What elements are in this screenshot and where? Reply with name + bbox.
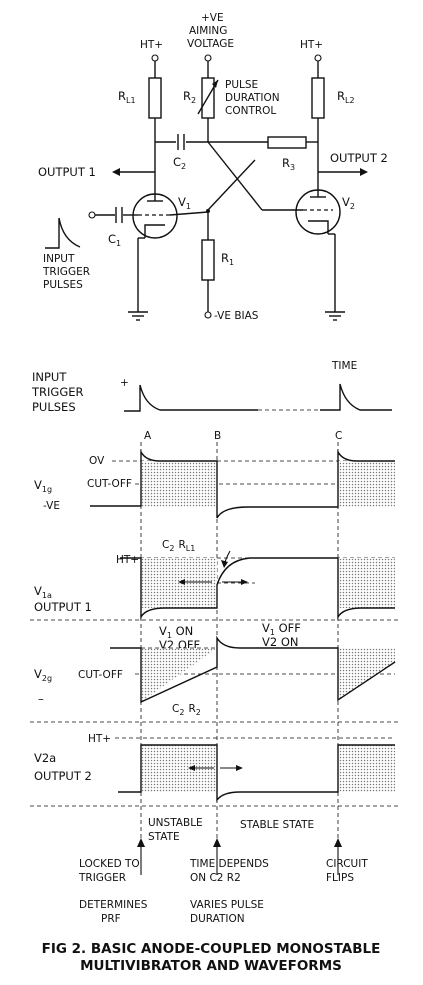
input-line2: TRIGGER bbox=[42, 266, 90, 278]
c1-label: C1 bbox=[108, 232, 121, 248]
point-c: C bbox=[335, 430, 342, 442]
v1a-output-label: OUTPUT 1 bbox=[34, 600, 92, 614]
locked-line2: TRIGGER bbox=[78, 872, 126, 884]
flips-line1: CIRCUIT bbox=[326, 858, 368, 870]
pulse-line3: CONTROL bbox=[225, 105, 276, 117]
aiming-line2: AIMING bbox=[189, 25, 227, 37]
wave-input-line3: PULSES bbox=[32, 400, 76, 414]
input-line1: INPUT bbox=[43, 253, 75, 265]
plus-sign: + bbox=[120, 377, 129, 389]
cutoff2-label: CUT-OFF bbox=[78, 669, 123, 681]
output1-label: OUTPUT 1 bbox=[38, 165, 96, 179]
locked-line1: LOCKED TO bbox=[79, 858, 140, 870]
v1a-waveform bbox=[120, 557, 395, 620]
v1g-label: V1g bbox=[34, 478, 52, 494]
wave-input-line2: TRIGGER bbox=[31, 385, 84, 399]
time-label: TIME bbox=[331, 360, 357, 372]
input-terminal bbox=[88, 211, 96, 219]
ve-bias-terminal bbox=[204, 311, 212, 319]
determines-line1: DETERMINES bbox=[79, 899, 148, 911]
minus-label: – bbox=[38, 692, 44, 706]
flips-line2: FLIPS bbox=[326, 872, 354, 884]
v2a-shade-c bbox=[338, 745, 395, 792]
stable-state-label: STABLE STATE bbox=[240, 819, 314, 831]
r3-label: R3 bbox=[282, 156, 295, 172]
pulse-line1: PULSE bbox=[225, 79, 258, 91]
v2a-waveform bbox=[118, 744, 395, 803]
resistor-rl1 bbox=[148, 77, 162, 119]
v2-label: V2 bbox=[342, 195, 355, 211]
unstable-line1: UNSTABLE bbox=[148, 817, 203, 829]
caption-line1: FIG 2. BASIC ANODE-COUPLED MONOSTABLE bbox=[42, 941, 381, 957]
point-b: B bbox=[214, 430, 221, 442]
v2g-shade-c bbox=[338, 648, 395, 700]
state1-line1: V1 ON bbox=[159, 624, 193, 640]
r1-label: R1 bbox=[221, 251, 234, 267]
state2-line2: V2 ON bbox=[262, 635, 299, 649]
ht1-label: HT+ bbox=[116, 554, 139, 566]
waveform-diagram: INPUT TRIGGER PULSES + TIME A B C V1g OV… bbox=[30, 360, 400, 925]
aiming-terminal bbox=[204, 54, 212, 62]
v1g-shade-c bbox=[338, 461, 395, 507]
cross-wire-grid-to-r3 bbox=[207, 159, 256, 211]
time-depends-line1: TIME DEPENDS bbox=[189, 858, 269, 870]
varies-line1: VARIES PULSE bbox=[190, 899, 264, 911]
unstable-line2: STATE bbox=[148, 831, 180, 843]
input-line3: PULSES bbox=[43, 279, 83, 291]
minus-ve-label: -VE bbox=[43, 500, 60, 512]
v2a-output-label: OUTPUT 2 bbox=[34, 769, 92, 783]
varies-line2: DURATION bbox=[190, 913, 245, 925]
time-depends-line2: ON C2 R2 bbox=[190, 872, 241, 884]
ht-left-terminal bbox=[151, 54, 159, 62]
v2g-waveform bbox=[110, 635, 396, 704]
output2-label: OUTPUT 2 bbox=[330, 151, 388, 165]
pulse-line2: DURATION bbox=[225, 92, 280, 104]
ht-right-label: HT+ bbox=[300, 39, 323, 51]
input-pulse-sketch bbox=[45, 217, 81, 249]
v1a-shade-c bbox=[338, 558, 395, 608]
rl2-label: RL2 bbox=[337, 89, 355, 105]
valve-v1 bbox=[132, 193, 178, 239]
v2a-label: V2a bbox=[34, 751, 56, 765]
resistor-rl2 bbox=[311, 77, 325, 119]
caption-line2: MULTIVIBRATOR AND WAVEFORMS bbox=[80, 958, 342, 974]
ht2-label: HT+ bbox=[88, 733, 111, 745]
v2g-label: V2g bbox=[34, 667, 52, 683]
v1g-shade-a bbox=[141, 461, 217, 507]
resistor-r1 bbox=[201, 239, 215, 281]
c2-label: C2 bbox=[173, 155, 186, 171]
wave-input-line1: INPUT bbox=[32, 370, 67, 384]
resistor-r3 bbox=[267, 136, 307, 149]
v2g-shade-a bbox=[141, 648, 217, 702]
state2-line1: V1 OFF bbox=[262, 621, 301, 637]
ht-left-label: HT+ bbox=[140, 39, 163, 51]
ht-right-terminal bbox=[314, 54, 322, 62]
aiming-line3: VOLTAGE bbox=[187, 38, 234, 50]
cutoff1-label: CUT-OFF bbox=[87, 478, 132, 490]
point-a: A bbox=[144, 430, 152, 442]
determines-line2: PRF bbox=[101, 913, 121, 925]
r2-label: R2 bbox=[183, 89, 196, 105]
cross-wire-c2-to-v2 bbox=[207, 141, 263, 211]
ov-label: OV bbox=[89, 455, 105, 467]
circuit-diagram: HT+ RL1 +VE AIMING VOLTAGE R2 PULSE DURA… bbox=[38, 12, 388, 322]
ve-bias-label: -VE BIAS bbox=[214, 310, 259, 322]
aiming-line1: +VE bbox=[201, 12, 224, 24]
v1a-label: V1a bbox=[34, 584, 52, 600]
rl1-label: RL1 bbox=[118, 89, 136, 105]
input-trigger-waveform bbox=[124, 384, 258, 412]
valve-v2 bbox=[295, 189, 341, 235]
v1-label: V1 bbox=[178, 195, 191, 211]
v1g-waveform bbox=[90, 449, 395, 519]
v1a-shade-a bbox=[141, 558, 217, 608]
